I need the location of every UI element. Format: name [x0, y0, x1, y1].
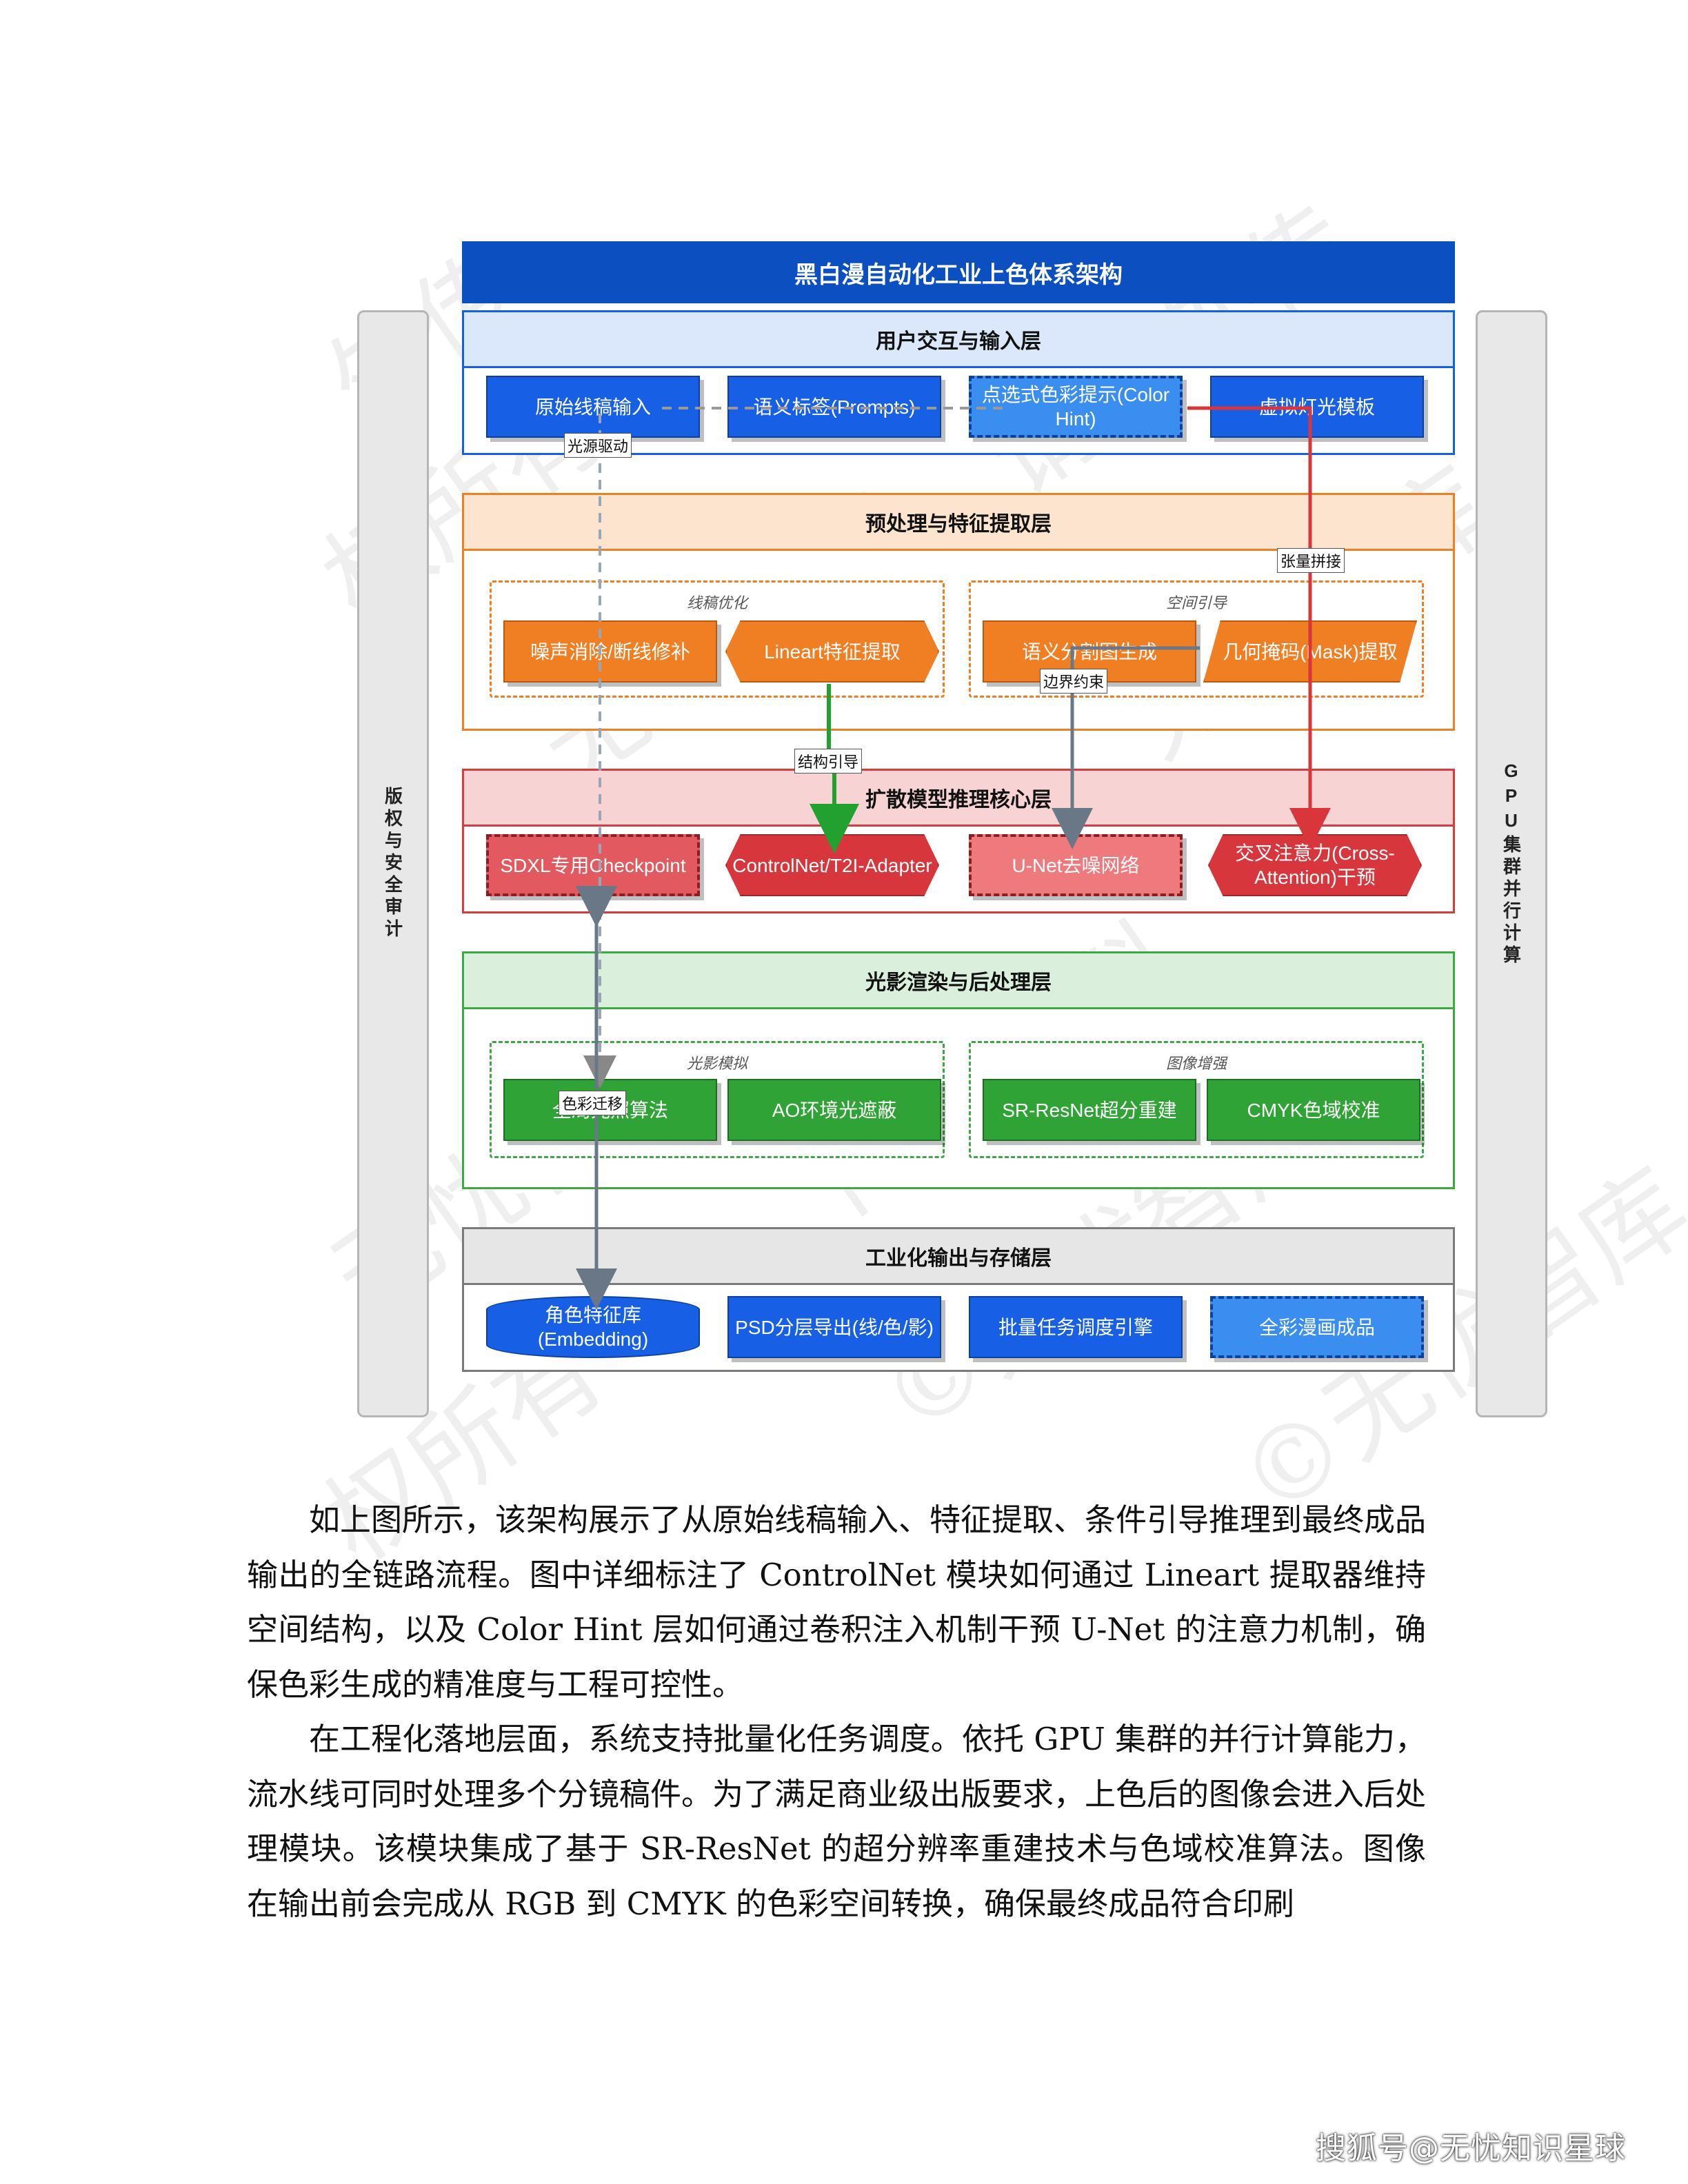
- group-light-sim-label: 光影模拟: [686, 1055, 747, 1072]
- left-side-bar: 版权与安全审计: [357, 310, 429, 1417]
- architecture-diagram: 外传 权所有 请勿外传 无忧智库 无忧智库 内部资料 无忧智库 ©无忧智库 权所…: [303, 183, 1688, 1586]
- layer-input-title: 用户交互与输入层: [464, 312, 1453, 368]
- group-lineart-opt-label: 线稿优化: [686, 594, 747, 611]
- node-final-comic: 全彩漫画成品: [1210, 1296, 1424, 1358]
- node-noise-removal: 噪声消除/断线修补: [503, 620, 717, 682]
- edge-tensor-concat: [1187, 406, 1331, 849]
- layer-preprocess: 预处理与特征提取层: [462, 493, 1455, 731]
- edge-label-color: 色彩迁移: [559, 1091, 627, 1115]
- group-spatial-guide: 空间引导: [969, 580, 1424, 698]
- layer-output-title: 工业化输出与存储层: [464, 1229, 1453, 1285]
- node-semantic-seg: 语义分割图生成: [983, 620, 1196, 682]
- group-light-sim: 光影模拟: [490, 1041, 945, 1158]
- edge-label-boundary: 边界约束: [1040, 669, 1108, 694]
- body-text: 如上图所示，该架构展示了从原始线稿输入、特征提取、条件引导推理到最终成品输出的全…: [247, 1493, 1426, 1931]
- paragraph-1: 如上图所示，该架构展示了从原始线稿输入、特征提取、条件引导推理到最终成品输出的全…: [247, 1502, 1427, 1703]
- group-image-enhance: 图像增强: [969, 1041, 1424, 1158]
- node-lineart-extract: Lineart特征提取: [725, 620, 939, 682]
- edge-label-tensor: 张量拼接: [1277, 548, 1345, 573]
- right-side-bar: GPU集群并行计算: [1476, 310, 1547, 1417]
- diagram-title: 黑白漫自动化工业上色体系架构: [462, 241, 1455, 303]
- connectors: [576, 406, 1331, 1310]
- edge-boundary: [1052, 646, 1200, 849]
- edge-label-light: 光源驱动: [564, 433, 632, 458]
- paragraph-2: 在工程化落地层面，系统支持批量化任务调度。依托 GPU 集群的并行计算能力，流水…: [247, 1721, 1427, 1922]
- source-watermark: 搜狐号@无忧知识星球: [1316, 2131, 1626, 2166]
- layer-render: 光影渲染与后处理层: [462, 951, 1455, 1189]
- node-sr-resnet: SR-ResNet超分重建: [983, 1079, 1196, 1141]
- node-color-hint: 点选式色彩提示(Color Hint): [969, 376, 1183, 438]
- right-side-bar-label: GPU集群并行计算: [1500, 760, 1522, 967]
- edge-label-structure: 结构引导: [794, 749, 863, 774]
- layer-render-title: 光影渲染与后处理层: [464, 953, 1453, 1009]
- node-psd-export: PSD分层导出(线/色/影): [727, 1296, 941, 1358]
- layer-diffusion-title: 扩散模型推理核心层: [464, 771, 1453, 827]
- group-lineart-opt: 线稿优化: [490, 580, 945, 698]
- layer-preprocess-title: 预处理与特征提取层: [464, 495, 1453, 551]
- node-batch-scheduler: 批量任务调度引擎: [969, 1296, 1183, 1358]
- node-ao: AO环境光遮蔽: [727, 1079, 941, 1141]
- group-spatial-guide-label: 空间引导: [1165, 594, 1227, 611]
- left-side-bar-label: 版权与安全审计: [382, 787, 403, 941]
- node-cmyk-calib: CMYK色域校准: [1207, 1079, 1420, 1141]
- group-image-enhance-label: 图像增强: [1165, 1055, 1227, 1072]
